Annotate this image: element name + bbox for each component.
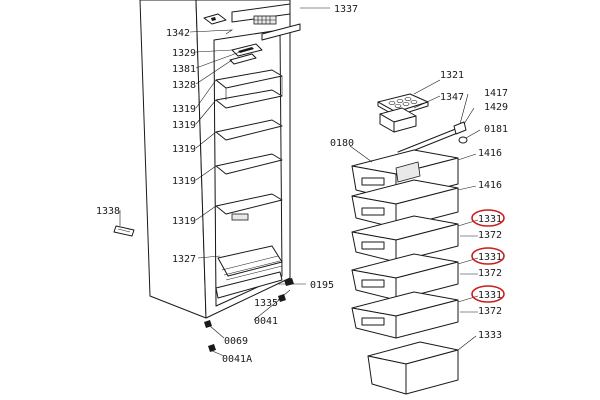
shelf-5 [215, 193, 283, 215]
label-1416-a: 1416 [478, 148, 502, 159]
label-1372-a: 1372 [478, 230, 502, 241]
part-0181-knob [458, 136, 468, 144]
label-1416-b: 1416 [478, 180, 502, 191]
label-1331-a: 1331 [478, 214, 502, 225]
part-1429-bracket [453, 121, 467, 135]
ice-tray-cells [388, 97, 418, 108]
label-1329: 1329 [172, 48, 196, 59]
label-1347: 1347 [440, 92, 464, 103]
label-1319-e: 1319 [172, 216, 196, 227]
top-sensor-dot [211, 17, 216, 21]
part-1417-rod [397, 127, 459, 153]
label-1319-b: 1319 [172, 120, 196, 131]
label-1331-c: 1331 [478, 290, 502, 301]
label-1429: 1429 [484, 102, 508, 113]
bin-1333-side [405, 349, 459, 395]
label-1331-b: 1331 [478, 252, 502, 263]
label-0069: 0069 [224, 336, 248, 347]
part-labels: 1337 1342 1329 1381 1328 1319 1319 1319 … [96, 4, 508, 365]
drawer-c-side [395, 299, 459, 339]
shelf-3 [215, 119, 283, 141]
label-1337: 1337 [334, 4, 358, 15]
bottom-plinth [215, 271, 283, 299]
part-1337-bar [261, 23, 301, 41]
label-1319-c: 1319 [172, 144, 196, 155]
label-1335: 1335 [254, 298, 278, 309]
part-0041 [278, 294, 286, 302]
shelves [215, 69, 283, 215]
label-1333: 1333 [478, 330, 502, 341]
bottom-grille [221, 255, 283, 281]
inner-bracket [231, 213, 249, 221]
handle-detail [117, 228, 131, 233]
inner-corner-line [213, 39, 217, 307]
label-0041: 0041 [254, 316, 278, 327]
label-1342: 1342 [166, 28, 190, 39]
label-1319-a: 1319 [172, 104, 196, 115]
leader-lines [119, 7, 481, 357]
part-1328-cover [229, 53, 257, 65]
part-1338-handle [113, 225, 135, 237]
label-0180: 0180 [330, 138, 354, 149]
drawer-c-handle [361, 317, 385, 326]
highlight-1331-b [471, 247, 505, 265]
drawer-b-handle [361, 279, 385, 288]
drawer-stack [351, 93, 468, 395]
drawer-a-handle [361, 241, 385, 250]
label-1381: 1381 [172, 64, 196, 75]
label-1321: 1321 [440, 70, 464, 81]
label-0041A: 0041A [222, 354, 252, 365]
part-1381-light [238, 47, 254, 53]
label-1327: 1327 [172, 254, 196, 265]
control-panel-grid [254, 16, 276, 24]
part-1327-tray [217, 245, 283, 277]
drawer-0180-insert [395, 161, 421, 183]
label-1328: 1328 [172, 80, 196, 91]
label-1319-d: 1319 [172, 176, 196, 187]
drawer-1416-handle [361, 207, 385, 216]
label-0181: 0181 [484, 124, 508, 135]
drawer-a-side [395, 223, 459, 263]
label-1338: 1338 [96, 206, 120, 217]
label-1417: 1417 [484, 88, 508, 99]
highlight-1331-c [471, 285, 505, 303]
drawer-0180-handle [361, 177, 385, 186]
label-0195: 0195 [310, 280, 334, 291]
label-1372-b: 1372 [478, 268, 502, 279]
freezer-cabinet [139, 0, 301, 352]
highlight-circles [471, 209, 505, 303]
top-trim [231, 3, 291, 23]
shelf-4 [215, 153, 283, 175]
label-1372-c: 1372 [478, 306, 502, 317]
highlight-1331-a [471, 209, 505, 227]
drawer-b-side [395, 261, 459, 301]
